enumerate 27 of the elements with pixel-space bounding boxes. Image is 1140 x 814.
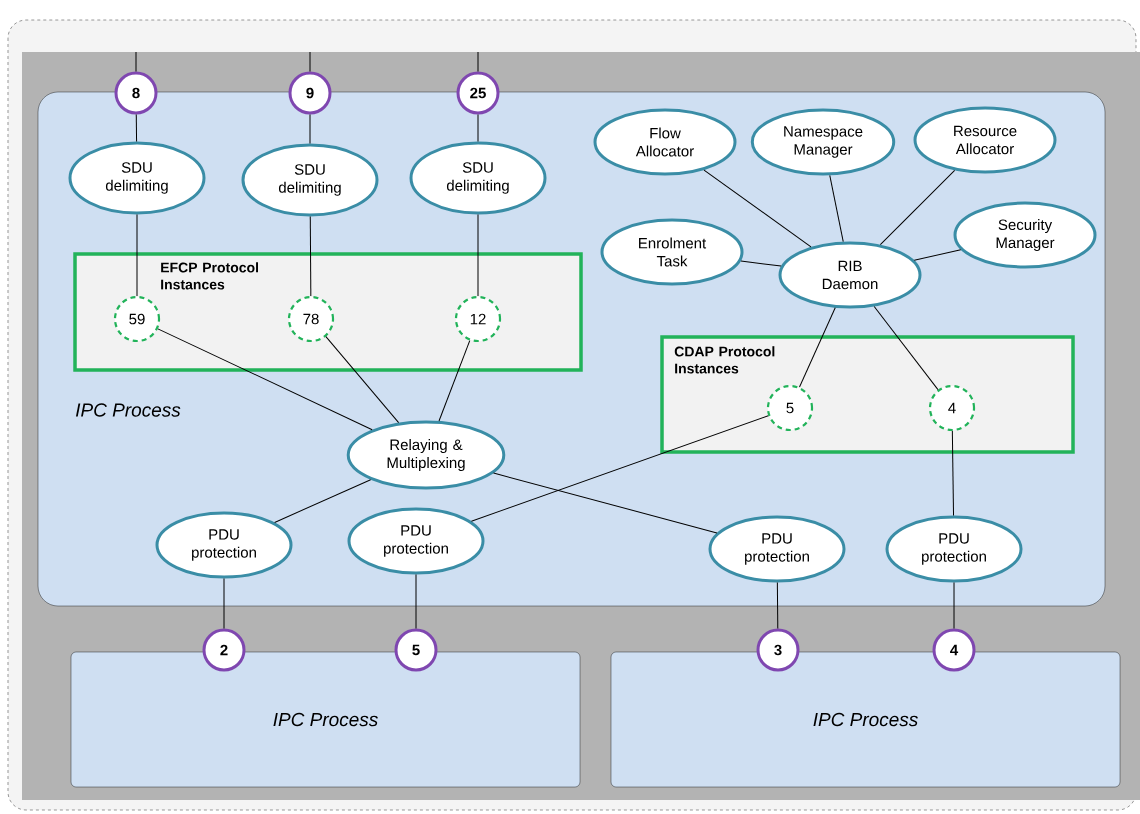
connector-line [438, 340, 471, 422]
connector-line [157, 328, 373, 431]
connector-line [309, 216, 312, 297]
connector-line [477, 51, 479, 72]
connector-line [415, 574, 417, 629]
connector-line [953, 582, 955, 629]
connector-line [135, 51, 137, 72]
connector-line [951, 430, 955, 516]
connector-line [879, 169, 956, 246]
connector-line [913, 249, 962, 261]
connector-line [477, 214, 479, 297]
connector-line [274, 479, 372, 523]
connector-line [309, 114, 311, 144]
connector-line [740, 260, 782, 267]
connector-line [703, 169, 812, 248]
connector-line [776, 582, 779, 629]
connector-line [477, 114, 479, 142]
connector-line [829, 174, 844, 243]
connector-line [873, 306, 939, 391]
connector-line [136, 214, 138, 297]
connector-line [470, 415, 769, 522]
connector-line [135, 114, 138, 142]
connector-line [493, 472, 718, 534]
connector-line [799, 307, 836, 388]
connector-line [309, 51, 311, 72]
connector-line [223, 578, 225, 629]
connector-line [325, 336, 400, 424]
